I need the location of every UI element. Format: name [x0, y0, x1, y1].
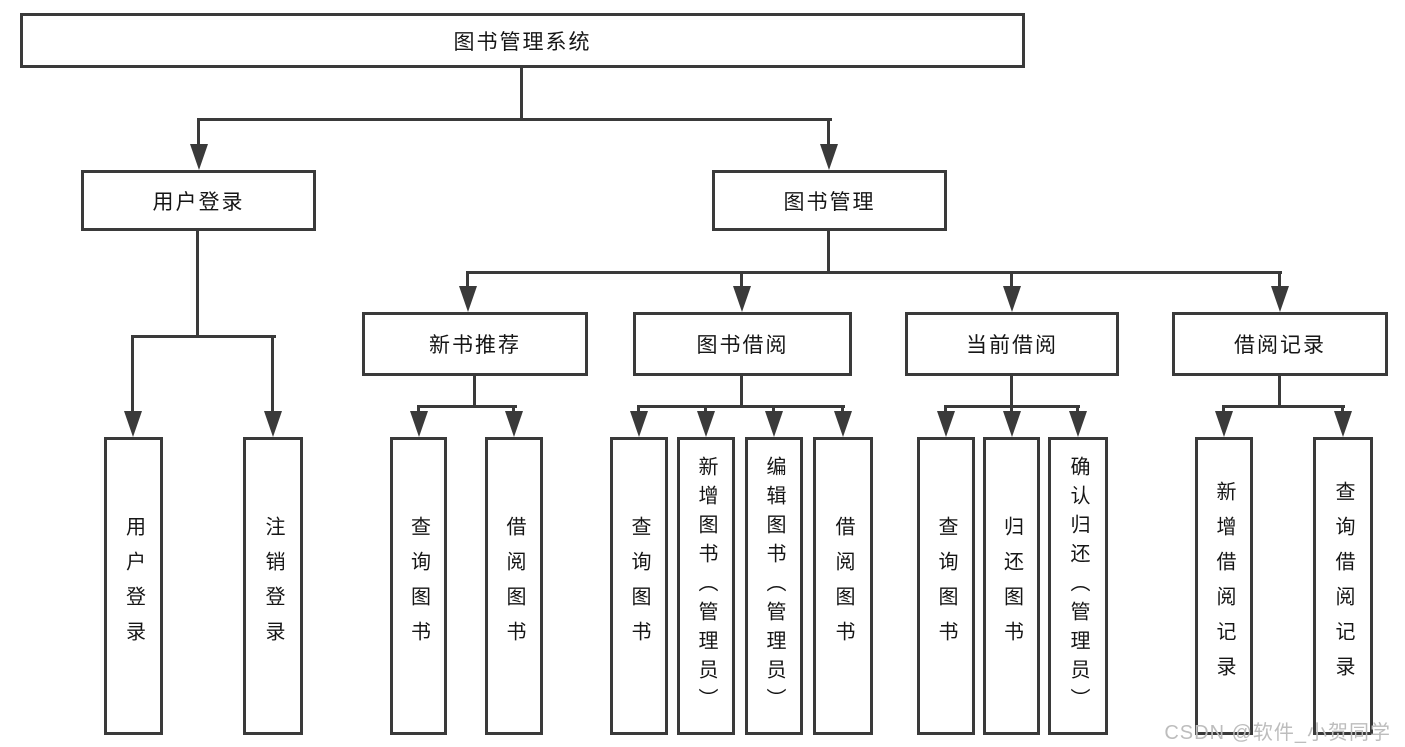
arrowhead-down-icon [1003, 286, 1021, 312]
node-label: 图书管理 [783, 189, 876, 214]
node-query-books-current: 查询图书 [917, 437, 975, 735]
node-label: 用户登录 [122, 516, 145, 656]
arrowhead-down-icon [820, 144, 838, 170]
node-label: 查询图书 [407, 516, 430, 656]
connector-line [1010, 376, 1013, 407]
node-label: 图书管理系统 [453, 29, 592, 54]
node-query-books-recommend: 查询图书 [390, 437, 447, 735]
node-book-borrowing: 图书借阅 [633, 312, 852, 376]
arrowhead-down-icon [410, 411, 428, 437]
node-query-books-borrowing: 查询图书 [610, 437, 668, 735]
node-logout: 注销登录 [243, 437, 303, 735]
connector-line [417, 405, 517, 408]
node-user-login-branch: 用户登录 [81, 170, 316, 231]
node-label: 查询图书 [628, 516, 650, 656]
connector-line [473, 376, 476, 407]
node-user-login: 用户登录 [104, 437, 163, 735]
connector-line [827, 231, 830, 274]
node-query-borrow-record: 查询借阅记录 [1313, 437, 1373, 735]
node-label: 新增图书（管理员） [695, 455, 717, 717]
watermark: CSDN @软件_小贺同学 [1164, 722, 1391, 744]
connector-line [1010, 273, 1013, 289]
arrowhead-down-icon [505, 411, 523, 437]
arrowhead-down-icon [1003, 411, 1021, 437]
node-current-borrowing: 当前借阅 [905, 312, 1119, 376]
arrowhead-down-icon [190, 144, 208, 170]
node-new-book-recommendation: 新书推荐 [362, 312, 588, 376]
connector-line [1222, 405, 1345, 408]
connector-line [197, 120, 200, 148]
node-add-borrow-record: 新增借阅记录 [1195, 437, 1253, 735]
node-borrow-books-recommend: 借阅图书 [485, 437, 543, 735]
connector-line [131, 335, 276, 338]
node-label: 借阅记录 [1234, 333, 1326, 357]
node-label: 编辑图书（管理员） [763, 455, 785, 717]
arrowhead-down-icon [264, 411, 282, 437]
node-label: 新增借阅记录 [1213, 481, 1235, 691]
connector-line [1278, 273, 1281, 289]
arrowhead-down-icon [937, 411, 955, 437]
node-label: 图书借阅 [696, 333, 789, 357]
node-edit-books-admin: 编辑图书（管理员） [745, 437, 803, 735]
arrowhead-down-icon [124, 411, 142, 437]
arrowhead-down-icon [733, 286, 751, 312]
node-return-books: 归还图书 [983, 437, 1040, 735]
node-label: 用户登录 [152, 189, 245, 214]
node-library-management-system: 图书管理系统 [20, 13, 1025, 68]
arrowhead-down-icon [697, 411, 715, 437]
connector-line [466, 273, 469, 289]
node-label: 借阅图书 [503, 516, 525, 656]
connector-line [196, 231, 199, 337]
connector-line [827, 120, 830, 148]
arrowhead-down-icon [1215, 411, 1233, 437]
arrowhead-down-icon [630, 411, 648, 437]
connector-line [271, 337, 274, 415]
node-label: 借阅图书 [832, 516, 854, 656]
node-borrow-books: 借阅图书 [813, 437, 873, 735]
node-label: 新书推荐 [429, 333, 521, 357]
connector-line [740, 273, 743, 289]
connector-line [466, 271, 1282, 274]
arrowhead-down-icon [1069, 411, 1087, 437]
node-label: 当前借阅 [966, 333, 1058, 357]
arrowhead-down-icon [1334, 411, 1352, 437]
node-borrowing-records: 借阅记录 [1172, 312, 1388, 376]
node-label: 归还图书 [1000, 516, 1023, 656]
connector-line [637, 405, 845, 408]
node-book-management-branch: 图书管理 [712, 170, 947, 231]
node-confirm-return-admin: 确认归还（管理员） [1048, 437, 1108, 735]
connector-line [740, 376, 743, 407]
node-label: 查询图书 [935, 516, 957, 656]
arrowhead-down-icon [765, 411, 783, 437]
arrowhead-down-icon [834, 411, 852, 437]
connector-line [1278, 376, 1281, 407]
connector-line [944, 405, 1080, 408]
node-add-books-admin: 新增图书（管理员） [677, 437, 735, 735]
connector-line [131, 337, 134, 415]
arrowhead-down-icon [459, 286, 477, 312]
node-label: 注销登录 [262, 516, 284, 656]
connector-line [520, 68, 523, 120]
node-label: 确认归还（管理员） [1067, 455, 1089, 717]
node-label: 查询借阅记录 [1332, 481, 1354, 691]
arrowhead-down-icon [1271, 286, 1289, 312]
connector-line [197, 118, 832, 121]
